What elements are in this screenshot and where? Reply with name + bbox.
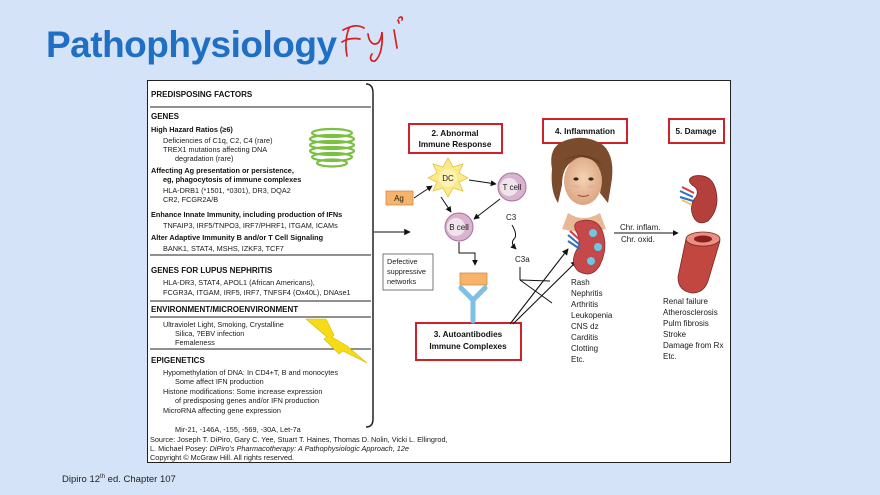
adaptive-item: BANK1, STAT4, MSHS, IZKF3, TCF7 [163, 244, 284, 253]
damage-item: Pulm fibrosis [663, 319, 709, 328]
ag-heading: Affecting Ag presentation or persistence… [151, 166, 294, 175]
damage-item: Damage from Rx [663, 341, 723, 350]
manifestation-item: Leukopenia [571, 311, 613, 320]
slide-title: Pathophysiology [46, 24, 337, 65]
tcell-to-bcell-arrow [473, 198, 501, 220]
manifestation-item: Clotting [571, 344, 598, 353]
t-cell-label: T cell [503, 183, 522, 192]
manifestation-item: Rash [571, 278, 590, 287]
copyright-line: Copyright © McGraw Hill. All rights rese… [150, 453, 294, 462]
slide-footnote: Dipiro 12th ed. Chapter 107 [62, 474, 176, 486]
figure-canvas: PREDISPOSING FACTORS GENES High Hazard R… [150, 83, 725, 462]
dendritic-cell-icon [427, 157, 469, 198]
chronic-inflammation-label: Chr. inflam. [620, 223, 660, 232]
damage-label: 5. Damage [676, 127, 717, 136]
complexes-to-inflammation-arrow [509, 248, 569, 325]
abnormal-immune-box [408, 123, 503, 154]
c3-arrow [510, 224, 517, 250]
damage-box [668, 118, 725, 144]
defective-networks-box [382, 253, 434, 291]
ag-item: HLA-DRB1 (*1501, *0301), DR3, DQA2 [163, 186, 291, 195]
antigen-shape [385, 190, 414, 206]
c3a-to-organs-line [519, 279, 553, 304]
antigen-label: Ag [394, 194, 404, 203]
hhr-item: Deficiencies of C1q, C2, C4 (rare) [163, 136, 273, 145]
defective-label: networks [387, 277, 417, 286]
source-line: L. Michael Posey: DiPiro's Pharmacothera… [150, 444, 409, 453]
artery-icon [677, 231, 721, 294]
patient-face-icon [551, 137, 613, 232]
hhr-item: TREX1 mutations affecting DNA [163, 145, 267, 154]
damage-item: Renal failure [663, 297, 708, 306]
epigenetics-item: of predisposing genes and/or IFN product… [175, 396, 319, 405]
dc-to-bcell-arrow [440, 196, 452, 213]
gene-coil-icon [308, 127, 356, 168]
nephritis-item: HLA-DR3, STAT4, APOL1 (African Americans… [163, 278, 315, 287]
manifestation-item: Nephritis [571, 289, 603, 298]
manifestation-item: CNS dz [571, 322, 599, 331]
nephritis-item: FCGR3A, ITGAM, IRF5, IRF7, TNFSF4 (Ox40L… [163, 288, 351, 297]
abnormal-label: 2. Abnormal [431, 129, 478, 138]
antigen-shape [459, 272, 488, 286]
predisposing-heading: PREDISPOSING FACTORS [151, 90, 253, 99]
autoantibodies-label: 3. Autoantibodies [434, 330, 503, 339]
ag-heading: eg, phagocytosis of immune complexes [163, 175, 301, 184]
dc-label: DC [442, 174, 454, 183]
autoantibodies-box [415, 322, 522, 361]
ag-item: CR2, FCGR2A/B [163, 195, 218, 204]
manifestation-item: Etc. [571, 355, 585, 364]
epigenetics-item: Histone modifications: Some increase exp… [163, 387, 322, 396]
environment-item: Ultraviolet Light, Smoking, Crystalline [163, 320, 284, 329]
b-cell-label: B cell [449, 223, 469, 232]
epigenetics-item: MicroRNA affecting gene expression [163, 406, 281, 415]
hhr-item: degradation (rare) [175, 154, 233, 163]
uv-lightning-icon [305, 318, 368, 364]
environment-item: Femaleness [175, 338, 215, 347]
manifestation-item: Carditis [571, 333, 598, 342]
genes-heading: GENES [151, 112, 180, 121]
abnormal-label: Immune Response [419, 140, 492, 149]
epigenetics-heading: EPIGENETICS [151, 356, 205, 365]
damage-item: Etc. [663, 352, 677, 361]
inflammation-label: 4. Inflammation [555, 127, 615, 136]
manifestation-item: Arthritis [571, 300, 598, 309]
c3-label: C3 [506, 213, 517, 222]
epigenetics-item: Hypomethylation of DNA: In CD4+T, B and … [163, 368, 338, 377]
fyi-handwriting [341, 16, 404, 62]
factors-bracket [365, 83, 374, 428]
innate-heading: Enhance Innate Immunity, including produ… [151, 210, 342, 219]
pathophysiology-figure: PREDISPOSING FACTORS GENES High Hazard R… [147, 80, 731, 463]
source-line: Source: Joseph T. DiPiro, Gary C. Yee, S… [150, 435, 448, 444]
epigenetics-item: Some affect IFN production [175, 377, 264, 386]
kidney-inflamed-icon [567, 219, 606, 275]
hhr-heading: High Hazard Ratios (≥6) [151, 125, 233, 134]
complexes-to-kidney-arrow [512, 260, 578, 325]
defective-label: suppressive [387, 267, 426, 276]
c3a-to-organs-line [519, 279, 551, 282]
adaptive-heading: Alter Adaptive Immunity B and/or T Cell … [151, 233, 323, 242]
epigenetics-item: Mir-21, -146A, -155, -569, -30A, Let-7a [175, 425, 302, 434]
innate-item: TNFAIP3, IRF5/TNPO3, IRF7/PHRF1, ITGAM, … [163, 221, 338, 230]
damage-item: Atherosclerosis [663, 308, 718, 317]
ag-to-dc-arrow [413, 185, 433, 199]
nephritis-heading: GENES FOR LUPUS NEPHRITIS [151, 266, 273, 275]
chronic-oxidation-label: Chr. oxid. [621, 235, 655, 244]
dc-to-tcell-arrow [468, 179, 497, 187]
antibody-icon [458, 285, 488, 324]
bcell-to-antibody-arrow [458, 242, 478, 266]
kidney-damaged-icon [679, 175, 718, 224]
inflammation-box [542, 118, 628, 144]
autoantibodies-label: Immune Complexes [429, 342, 507, 351]
environment-heading: ENVIRONMENT/MICROENVIRONMENT [151, 305, 298, 314]
defective-label: Defective [387, 257, 417, 266]
environment-item: Silica, ?EBV infection [175, 329, 244, 338]
c3a-label: C3a [515, 255, 530, 264]
damage-item: Stroke [663, 330, 687, 339]
